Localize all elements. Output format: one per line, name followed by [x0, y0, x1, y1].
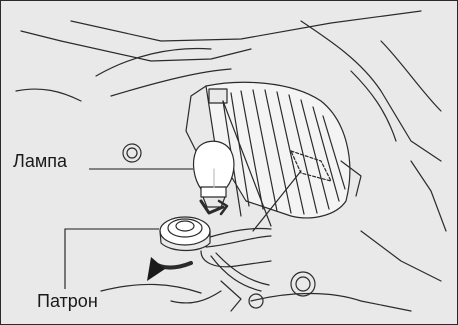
wiring-harness: [171, 253, 269, 311]
socket: [160, 217, 271, 267]
socket-leader-line: [65, 229, 159, 289]
lamp-label: Лампа: [13, 152, 67, 170]
grommet-right: [291, 272, 315, 296]
socket-label: Патрон: [37, 292, 98, 310]
grommet-left: [123, 144, 141, 162]
bulb: [194, 141, 234, 207]
rotation-arrow: [147, 257, 191, 281]
